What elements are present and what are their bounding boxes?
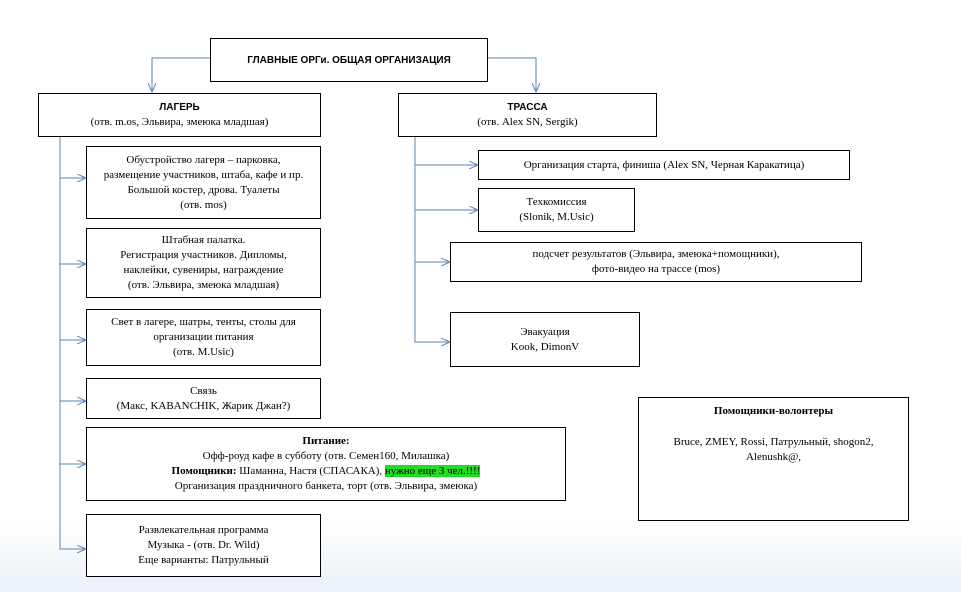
track-item-evacuation: Эвакуация Kook, DimonV xyxy=(450,312,640,367)
food-helpers-label: Помощники: xyxy=(171,465,237,477)
food-cafe-line: Офф-роуд кафе в субботу (отв. Семен160, … xyxy=(202,450,450,462)
connector-main-to-camp xyxy=(152,57,210,92)
camp-item-food: Питание: Офф-роуд кафе в субботу (отв. С… xyxy=(86,427,566,501)
camp-item-entertainment: Развлекательная программа Музыка - (отв.… xyxy=(86,514,321,577)
track-item-results: подсчет результатов (Эльвира, змеюка+пом… xyxy=(450,242,862,282)
camp-item-line: Связь xyxy=(190,384,217,397)
camp-responsible: (отв. m.os, Эльвира, змеюка младшая) xyxy=(90,116,269,128)
track-box: ТРАССА (отв. Alex SN, Sergik) xyxy=(398,93,657,137)
track-item-tech-inspection: Техкомиссия (Slonik, M.Usic) xyxy=(478,188,635,232)
connector-camp-item-4 xyxy=(59,340,86,401)
track-item-line: Техкомиссия xyxy=(526,196,587,208)
connector-camp-item-5 xyxy=(59,401,86,464)
camp-item-line: (отв. mos) xyxy=(180,198,227,211)
camp-item-lighting: Свет в лагере, шатры, тенты, столы для о… xyxy=(86,309,321,366)
camp-item-line: организации питания xyxy=(153,331,254,343)
camp-item-line: Обустройство лагеря – парковка, xyxy=(126,153,281,166)
camp-item-comms: Связь (Макс, KABANCHIK, Жарик Джан?) xyxy=(86,378,321,419)
camp-item-setup: Обустройство лагеря – парковка, размещен… xyxy=(86,146,321,219)
connector-track-item-1 xyxy=(414,137,478,165)
volunteers-box: Помощники-волонтеры Bruce, ZMEY, Rossi, … xyxy=(638,397,909,521)
connector-track-item-3 xyxy=(414,210,450,262)
food-helpers-line: Помощники: Шаманна, Настя (СПАСАКА), нуж… xyxy=(172,464,481,479)
track-item-start-finish: Организация старта, финиша (Alex SN, Чер… xyxy=(478,150,850,180)
connector-main-to-track xyxy=(488,57,536,92)
camp-item-line: (Макс, KABANCHIK, Жарик Джан?) xyxy=(116,399,291,412)
track-item-line: подсчет результатов (Эльвира, змеюка+пом… xyxy=(532,248,780,260)
camp-item-hq-tent: Штабная палатка. Регистрация участников.… xyxy=(86,228,321,298)
track-item-line: (Slonik, M.Usic) xyxy=(519,211,594,223)
main-org-title: ГЛАВНЫЕ ОРГи. ОБЩАЯ ОРГАНИЗАЦИЯ xyxy=(247,54,451,66)
camp-item-line: размещение участников, штаба, кафе и пр. xyxy=(103,168,304,181)
connector-track-item-4 xyxy=(414,262,450,342)
camp-title: ЛАГЕРЬ xyxy=(159,102,200,113)
track-title: ТРАССА xyxy=(507,102,548,113)
connector-camp-item-6 xyxy=(59,464,86,549)
connector-track-item-2 xyxy=(414,165,478,210)
main-org-box: ГЛАВНЫЕ ОРГи. ОБЩАЯ ОРГАНИЗАЦИЯ xyxy=(210,38,488,82)
fun-options-line: Еще варианты: Патрульный xyxy=(138,554,269,566)
camp-item-line: Свет в лагере, шатры, тенты, столы для xyxy=(111,316,296,328)
track-item-line: Эвакуация xyxy=(520,325,570,338)
fun-music-line: Музыка - (отв. Dr. Wild) xyxy=(147,539,260,551)
camp-item-line: (отв. Эльвира, змеюка младшая) xyxy=(127,279,280,291)
volunteers-list-line: Bruce, ZMEY, Rossi, Патрульный, shogon2, xyxy=(673,436,874,448)
camp-item-line: (отв. M.Usic) xyxy=(173,346,234,358)
track-responsible: (отв. Alex SN, Sergik) xyxy=(477,116,578,128)
camp-item-line: Штабная палатка. xyxy=(161,234,246,246)
track-item-line: Kook, DimonV xyxy=(510,340,580,353)
track-item-line: фото-видео на трассе (mos) xyxy=(591,263,721,275)
connector-camp-item-2 xyxy=(59,178,86,264)
connector-camp-item-1 xyxy=(59,137,86,178)
camp-box: ЛАГЕРЬ (отв. m.os, Эльвира, змеюка младш… xyxy=(38,93,321,137)
food-heading: Питание: xyxy=(302,435,350,447)
food-banquet-line: Организация праздничного банкета, торт (… xyxy=(174,480,478,492)
camp-item-line: наклейки, сувениры, награждение xyxy=(123,264,284,276)
volunteers-list-line: Alenushk@, xyxy=(745,451,802,463)
camp-item-line: Большой костер, дрова. Туалеты xyxy=(127,183,280,196)
food-helpers-needed: нужно еще 3 чел.!!!! xyxy=(384,465,481,477)
camp-item-line: Регистрация участников. Дипломы, xyxy=(120,249,287,261)
connector-camp-item-3 xyxy=(59,264,86,340)
food-helpers-names: Шаманна, Настя (СПАСАКА), xyxy=(239,465,383,477)
volunteers-title: Помощники-волонтеры xyxy=(713,405,834,417)
fun-line: Развлекательная программа xyxy=(138,524,269,536)
track-item-line: Организация старта, финиша (Alex SN, Чер… xyxy=(523,158,805,171)
